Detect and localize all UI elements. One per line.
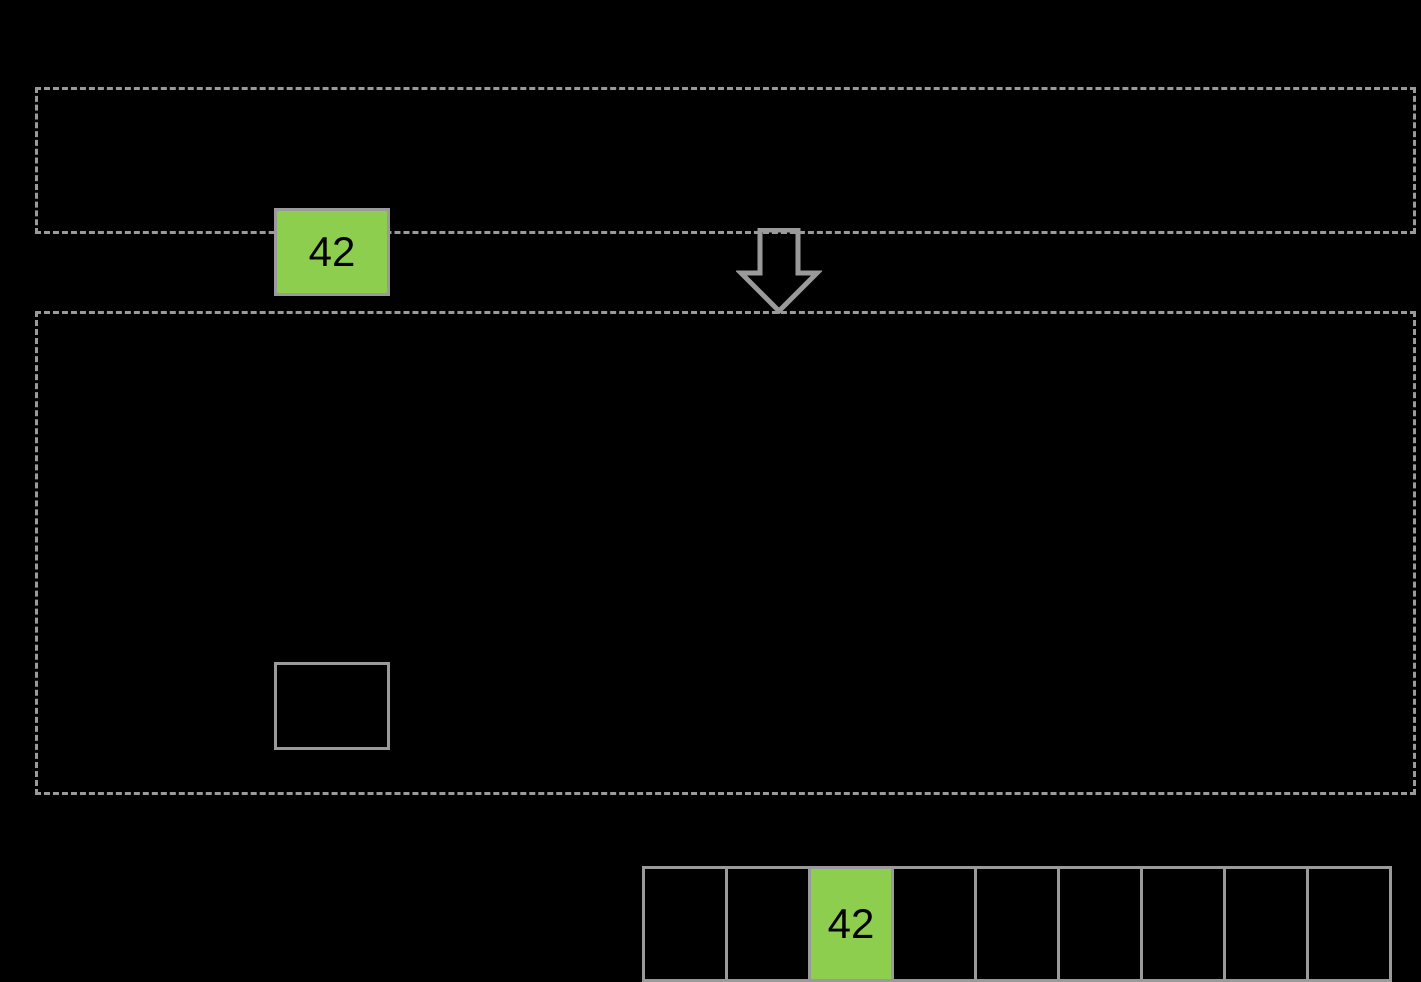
array-cell-6[interactable] xyxy=(1140,866,1226,982)
target-array: 42 xyxy=(642,866,1392,982)
down-arrow-icon xyxy=(734,227,824,315)
after-state-panel: 42 xyxy=(35,311,1416,982)
array-cell-4[interactable] xyxy=(974,866,1060,982)
before-state-panel: 42 xyxy=(35,87,1416,296)
diagram-canvas: 42 42 xyxy=(35,87,1416,982)
down-arrow-svg xyxy=(734,227,824,315)
array-cell-1[interactable] xyxy=(725,866,811,982)
array-cell-2[interactable]: 42 xyxy=(808,866,894,982)
consumed-value-box[interactable] xyxy=(274,662,390,750)
array-cell-8[interactable] xyxy=(1306,866,1392,982)
array-cell-7[interactable] xyxy=(1223,866,1309,982)
array-cell-0[interactable] xyxy=(642,866,728,982)
array-cell-5[interactable] xyxy=(1057,866,1143,982)
source-value-box[interactable]: 42 xyxy=(274,208,390,296)
array-cell-3[interactable] xyxy=(891,866,977,982)
